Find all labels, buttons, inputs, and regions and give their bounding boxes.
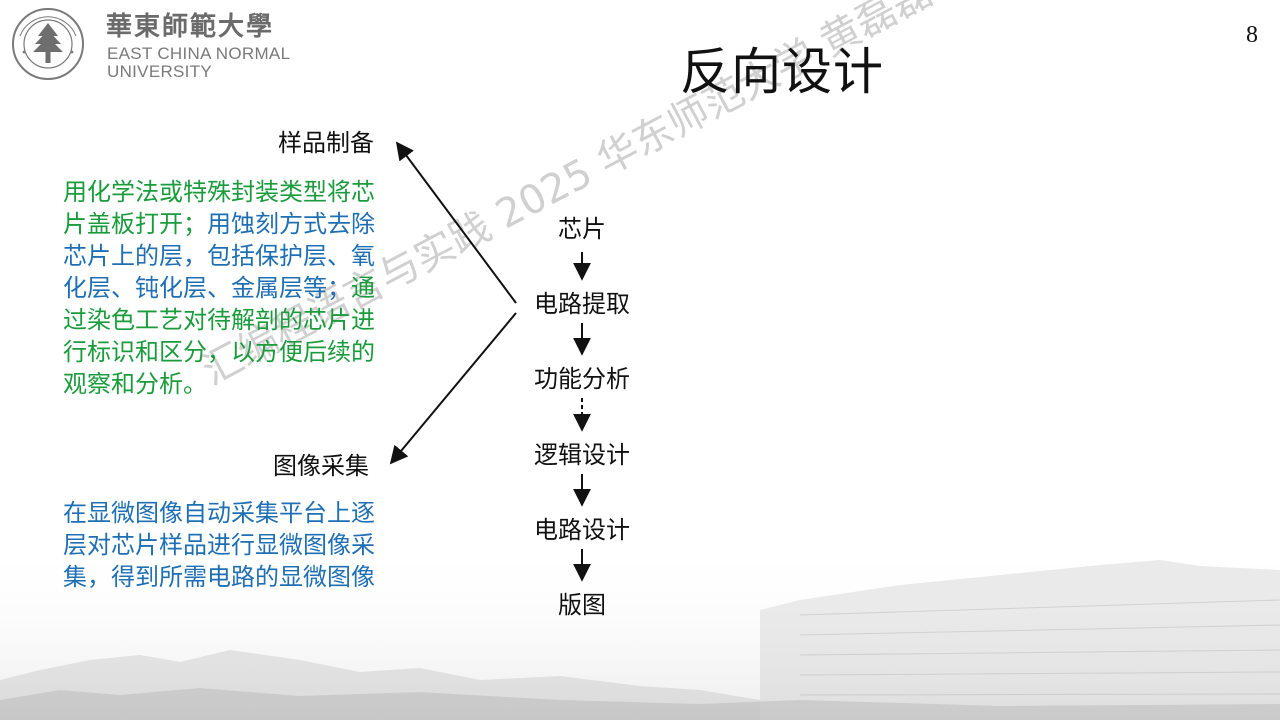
flow-step-logic-design: 逻辑设计	[512, 440, 652, 470]
sample-prep-description: 用化学法或特殊封装类型将芯片盖板打开；用蚀刻方式去除芯片上的层，包括保护层、氧化…	[63, 176, 393, 400]
image-capture-description: 在显微图像自动采集平台上逐层对芯片样品进行显微图像采集，得到所需电路的显微图像	[63, 497, 393, 593]
image-capture-label: 图像采集	[273, 451, 369, 481]
flow-step-circuit-extraction: 电路提取	[512, 289, 652, 319]
page-number: 8	[1246, 22, 1258, 49]
flow-step-layout: 版图	[512, 590, 652, 620]
slide-title: 反向设计	[680, 40, 884, 104]
arrow-to-sample-prep	[397, 143, 516, 303]
arrow-to-image-capture	[391, 313, 516, 463]
flow-step-chip: 芯片	[512, 214, 652, 244]
flow-step-function-analysis: 功能分析	[512, 364, 652, 394]
flow-step-circuit-design: 电路设计	[512, 515, 652, 545]
sample-prep-label: 样品制备	[278, 128, 374, 158]
